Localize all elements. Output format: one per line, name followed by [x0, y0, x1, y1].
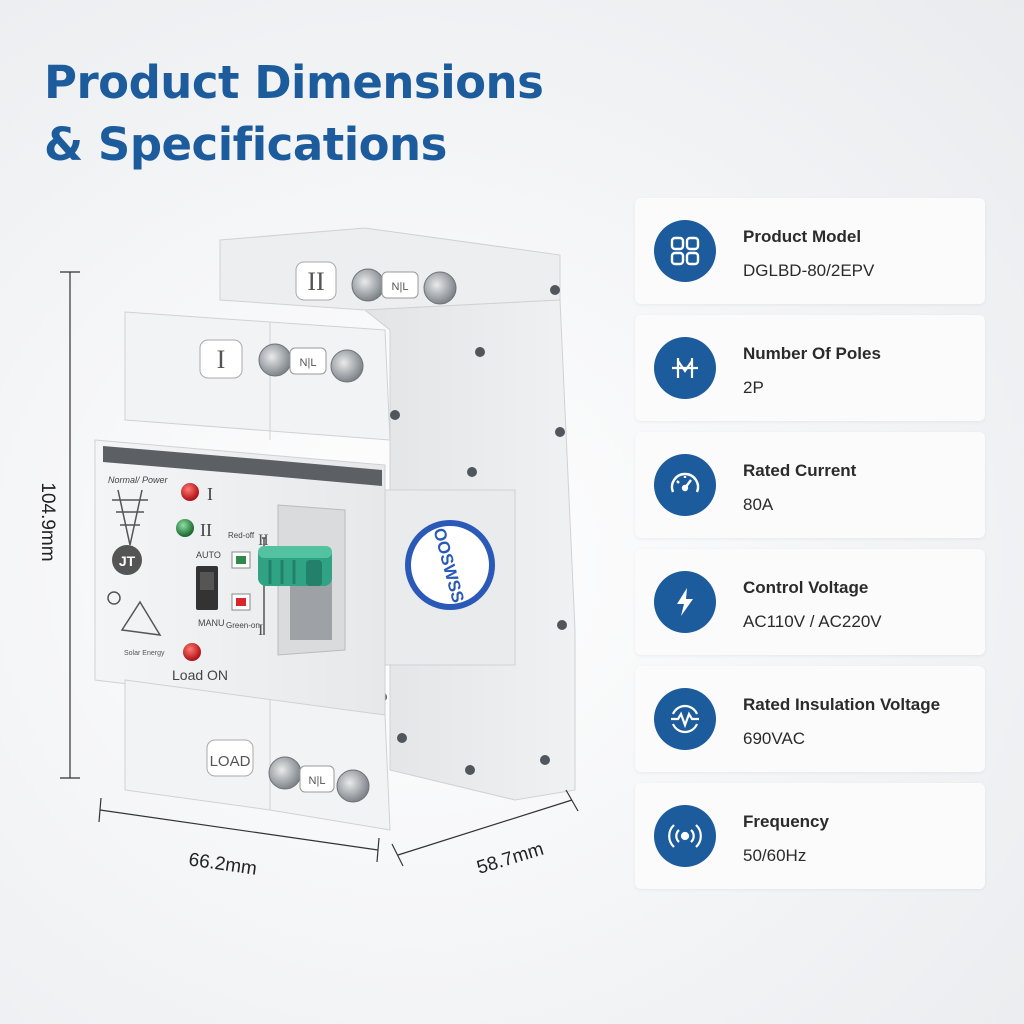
load-indicator	[183, 643, 201, 661]
spec-card-rated-insulation-voltage: Rated Insulation Voltage 690VAC	[635, 666, 985, 772]
spec-label: Product Model	[743, 227, 862, 246]
nl-label-top: N|L	[392, 281, 409, 293]
bolt-icon	[654, 571, 716, 633]
spec-label: Rated Current	[743, 461, 857, 480]
svg-text:I: I	[207, 484, 213, 504]
svg-text:II: II	[307, 267, 324, 296]
spec-value: 690VAC	[743, 729, 806, 748]
svg-text:II: II	[200, 520, 212, 540]
title-line-1: Product Dimensions	[44, 56, 544, 109]
svg-text:Green-on: Green-on	[226, 621, 260, 630]
width-dimension	[98, 797, 380, 863]
page-title: Product Dimensions & Specifications	[44, 52, 544, 176]
svg-text:II: II	[258, 532, 269, 549]
solar-house-icon	[107, 591, 162, 636]
spec-label: Rated Insulation Voltage	[743, 695, 941, 714]
spec-label: Number Of Poles	[743, 344, 881, 363]
spec-value: DGLBD-80/2EPV	[743, 261, 875, 280]
svg-text:JT: JT	[119, 553, 136, 569]
brand-logo: OOSWSS	[405, 520, 495, 610]
depth-dimension-label: 58.7mm	[475, 839, 547, 879]
spec-label: Control Voltage	[743, 578, 869, 597]
svg-text:Load ON: Load ON	[172, 667, 228, 683]
svg-text:N|L: N|L	[309, 775, 326, 787]
depth-dimension	[391, 789, 579, 867]
poles-icon	[654, 337, 716, 399]
spec-card-frequency: Frequency 50/60Hz	[635, 783, 985, 889]
spec-value: 80A	[743, 495, 774, 514]
spec-card-control-voltage: Control Voltage AC110V / AC220V	[635, 549, 985, 655]
spec-value: AC110V / AC220V	[743, 612, 882, 631]
grid-icon	[654, 220, 716, 282]
spec-label: Frequency	[743, 812, 829, 831]
front-upper-terminal-block: I N|L	[124, 311, 391, 441]
source-one-indicator	[181, 483, 199, 501]
spec-value: 50/60Hz	[743, 846, 807, 865]
title-line-2: & Specifications	[44, 118, 447, 171]
svg-text:Solar Energy: Solar Energy	[124, 650, 165, 657]
signal-icon	[654, 805, 716, 867]
svg-text:LOAD: LOAD	[210, 753, 251, 770]
load-terminal-block: LOAD N|L	[124, 679, 391, 831]
svg-text:I: I	[217, 345, 226, 374]
svg-text:MANU: MANU	[198, 618, 225, 628]
waveform-icon	[654, 688, 716, 750]
spec-card-rated-current: Rated Current 80A	[635, 432, 985, 538]
device-front-panel: Normal/ Power JT Solar Energy I II AUTO …	[94, 439, 386, 716]
ats-logo-icon: JT	[112, 545, 142, 575]
width-dimension-label: 66.2mm	[187, 849, 258, 879]
power-tower-icon	[112, 489, 148, 546]
rear-terminal-block: II N|L	[219, 227, 561, 311]
gauge-icon	[654, 454, 716, 516]
svg-text:N|L: N|L	[300, 357, 317, 369]
height-dimension-label: 104.9mm	[37, 482, 58, 561]
transfer-handle	[258, 546, 332, 586]
spec-list: Product Model DGLBD-80/2EPV Number Of Po…	[635, 198, 985, 900]
source-two-indicator	[176, 519, 194, 537]
height-dimension	[60, 271, 80, 779]
svg-text:I: I	[258, 622, 263, 639]
spec-value: 2P	[743, 378, 764, 397]
svg-text:AUTO: AUTO	[196, 550, 221, 560]
spec-card-product-model: Product Model DGLBD-80/2EPV	[635, 198, 985, 304]
svg-text:Red-off: Red-off	[228, 531, 255, 540]
svg-text:Normal/ Power: Normal/ Power	[108, 475, 169, 485]
spec-card-number-of-poles: Number Of Poles 2P	[635, 315, 985, 421]
